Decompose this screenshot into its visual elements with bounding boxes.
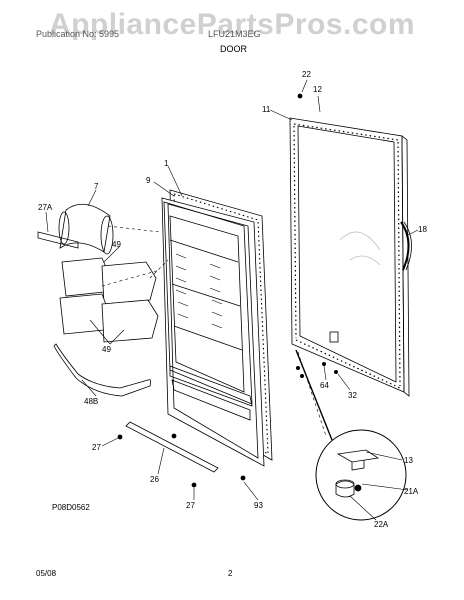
publication-number: Publication No: 5995 <box>36 29 120 39</box>
callout-labels: 22 12 11 1 9 7 27A 49 49 18 64 32 48B 27… <box>38 70 427 529</box>
callout-26: 26 <box>150 475 159 484</box>
door-liner-gasket <box>161 189 273 467</box>
callout-27a: 27A <box>38 203 53 212</box>
callout-27-left: 27 <box>92 443 101 452</box>
callout-22a: 22A <box>374 520 389 529</box>
door-liner <box>163 201 253 421</box>
watermark-logo: AppliancePartsPros.com <box>48 8 416 41</box>
callout-11: 11 <box>262 105 271 114</box>
callout-7: 7 <box>94 182 99 191</box>
hinge-detail <box>315 429 407 521</box>
callout-1: 1 <box>164 159 169 168</box>
door-bins-lower <box>59 293 159 343</box>
bin-rail-27a <box>37 231 79 249</box>
callout-49-upper: 49 <box>112 240 121 249</box>
door-handle <box>400 221 412 271</box>
footer-page-number: 2 <box>228 569 233 578</box>
kick-strip <box>125 421 219 473</box>
model-number: LFU21M3EG <box>208 29 261 39</box>
footer-date: 05/08 <box>36 569 57 578</box>
callout-18: 18 <box>418 225 427 234</box>
callout-48b: 48B <box>84 397 98 406</box>
callout-21a: 21A <box>404 487 419 496</box>
door-bins-upper <box>61 257 157 305</box>
callout-22: 22 <box>302 70 311 79</box>
callout-32: 32 <box>348 391 357 400</box>
callout-93: 93 <box>254 501 263 510</box>
outer-door-panel <box>289 117 410 397</box>
callout-27-bottom: 27 <box>186 501 195 510</box>
section-title: DOOR <box>220 44 247 54</box>
figure-code: P08D0562 <box>52 503 90 512</box>
dairy-compartment <box>58 203 114 255</box>
callout-leaders <box>45 79 419 521</box>
callout-12: 12 <box>313 85 322 94</box>
callout-64: 64 <box>320 381 329 390</box>
bottom-rail <box>53 343 152 397</box>
callout-9: 9 <box>146 176 151 185</box>
callout-13: 13 <box>404 456 413 465</box>
screws <box>117 93 338 488</box>
callout-49-lower: 49 <box>102 345 111 354</box>
